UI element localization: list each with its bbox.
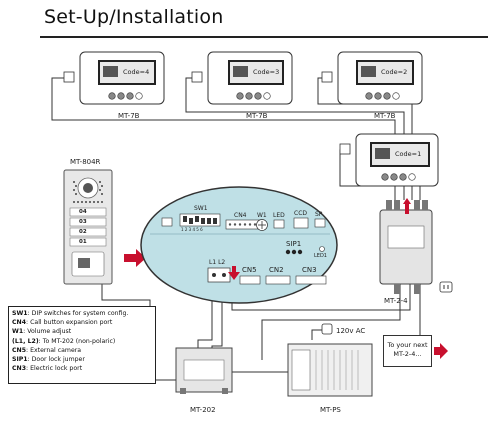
call-button-02: 02 xyxy=(79,229,87,235)
board-cn3-label: CN3 xyxy=(302,266,317,274)
title-underline xyxy=(40,36,488,38)
page-title: Set-Up/Installation xyxy=(44,6,224,28)
arrow-to-board xyxy=(124,249,146,267)
call-button-04: 04 xyxy=(79,209,87,215)
board-led-label: LED xyxy=(273,212,285,219)
board-led1-label: LED1 xyxy=(314,253,327,259)
board-w1-label: W1 xyxy=(257,212,267,219)
monitor-3-name: MT-7B xyxy=(246,112,268,120)
board-l1l2-label: L1 L2 xyxy=(209,259,226,266)
next-line-1: To your next xyxy=(387,341,428,349)
board-cn4-label: CN4 xyxy=(234,212,247,219)
board-sip1-label: SIP1 xyxy=(286,240,302,248)
next-line-2: MT-2-4... xyxy=(393,350,422,358)
board-ccd-label: CCD xyxy=(294,210,307,217)
monitor-2 xyxy=(321,51,423,105)
legend-item: CN5: External camera xyxy=(12,346,82,354)
call-button-01: 01 xyxy=(79,239,87,245)
monitor-3-code: Code=3 xyxy=(253,68,280,76)
mt-202 xyxy=(175,347,233,394)
board-cn2-label: CN2 xyxy=(269,266,284,274)
legend-box: SW1: DIP switches for system config. CN4… xyxy=(8,306,156,384)
control-board xyxy=(140,186,338,304)
board-sp-label: SP xyxy=(315,211,323,218)
legend-item: W1: Volume adjust xyxy=(12,328,72,336)
legend-item: CN4: Call button expansion port xyxy=(12,319,113,327)
monitor-4 xyxy=(63,51,165,105)
monitor-2-name: MT-7B xyxy=(374,112,396,120)
power-supply xyxy=(287,323,373,397)
plug-icon xyxy=(439,281,453,293)
door-station-name: MT-804R xyxy=(70,158,101,166)
distributor-name: MT-2-4 xyxy=(384,297,408,305)
monitor-1-code: Code=1 xyxy=(395,150,422,158)
monitor-4-code: Code=4 xyxy=(123,68,150,76)
monitor-2-code: Code=2 xyxy=(381,68,408,76)
board-sw1-label: SW1 xyxy=(194,205,208,212)
monitor-4-name: MT-7B xyxy=(118,112,140,120)
arrow-to-next xyxy=(434,343,448,359)
monitor-3 xyxy=(191,51,293,105)
distributor-mt-2-4 xyxy=(379,198,433,294)
legend-item: CN3: Electric lock port xyxy=(12,365,83,373)
board-dip-numbers: 1 2 3 4 5 6 xyxy=(181,227,203,232)
call-button-03: 03 xyxy=(79,219,87,225)
legend-item: (L1, L2): To MT-202 (non-polaric) xyxy=(12,337,116,345)
door-station xyxy=(63,169,113,285)
legend-item: SIP1: Door lock jumper xyxy=(12,356,85,364)
monitor-1 xyxy=(339,133,439,187)
ac-label: 120v AC xyxy=(336,327,366,335)
power-supply-name: MT-PS xyxy=(320,406,341,414)
legend-item: SW1: DIP switches for system config. xyxy=(12,310,129,317)
mt-202-name: MT-202 xyxy=(190,406,216,414)
next-distributor-note: To your next MT-2-4... xyxy=(383,335,432,367)
board-cn5-label: CN5 xyxy=(242,266,257,274)
